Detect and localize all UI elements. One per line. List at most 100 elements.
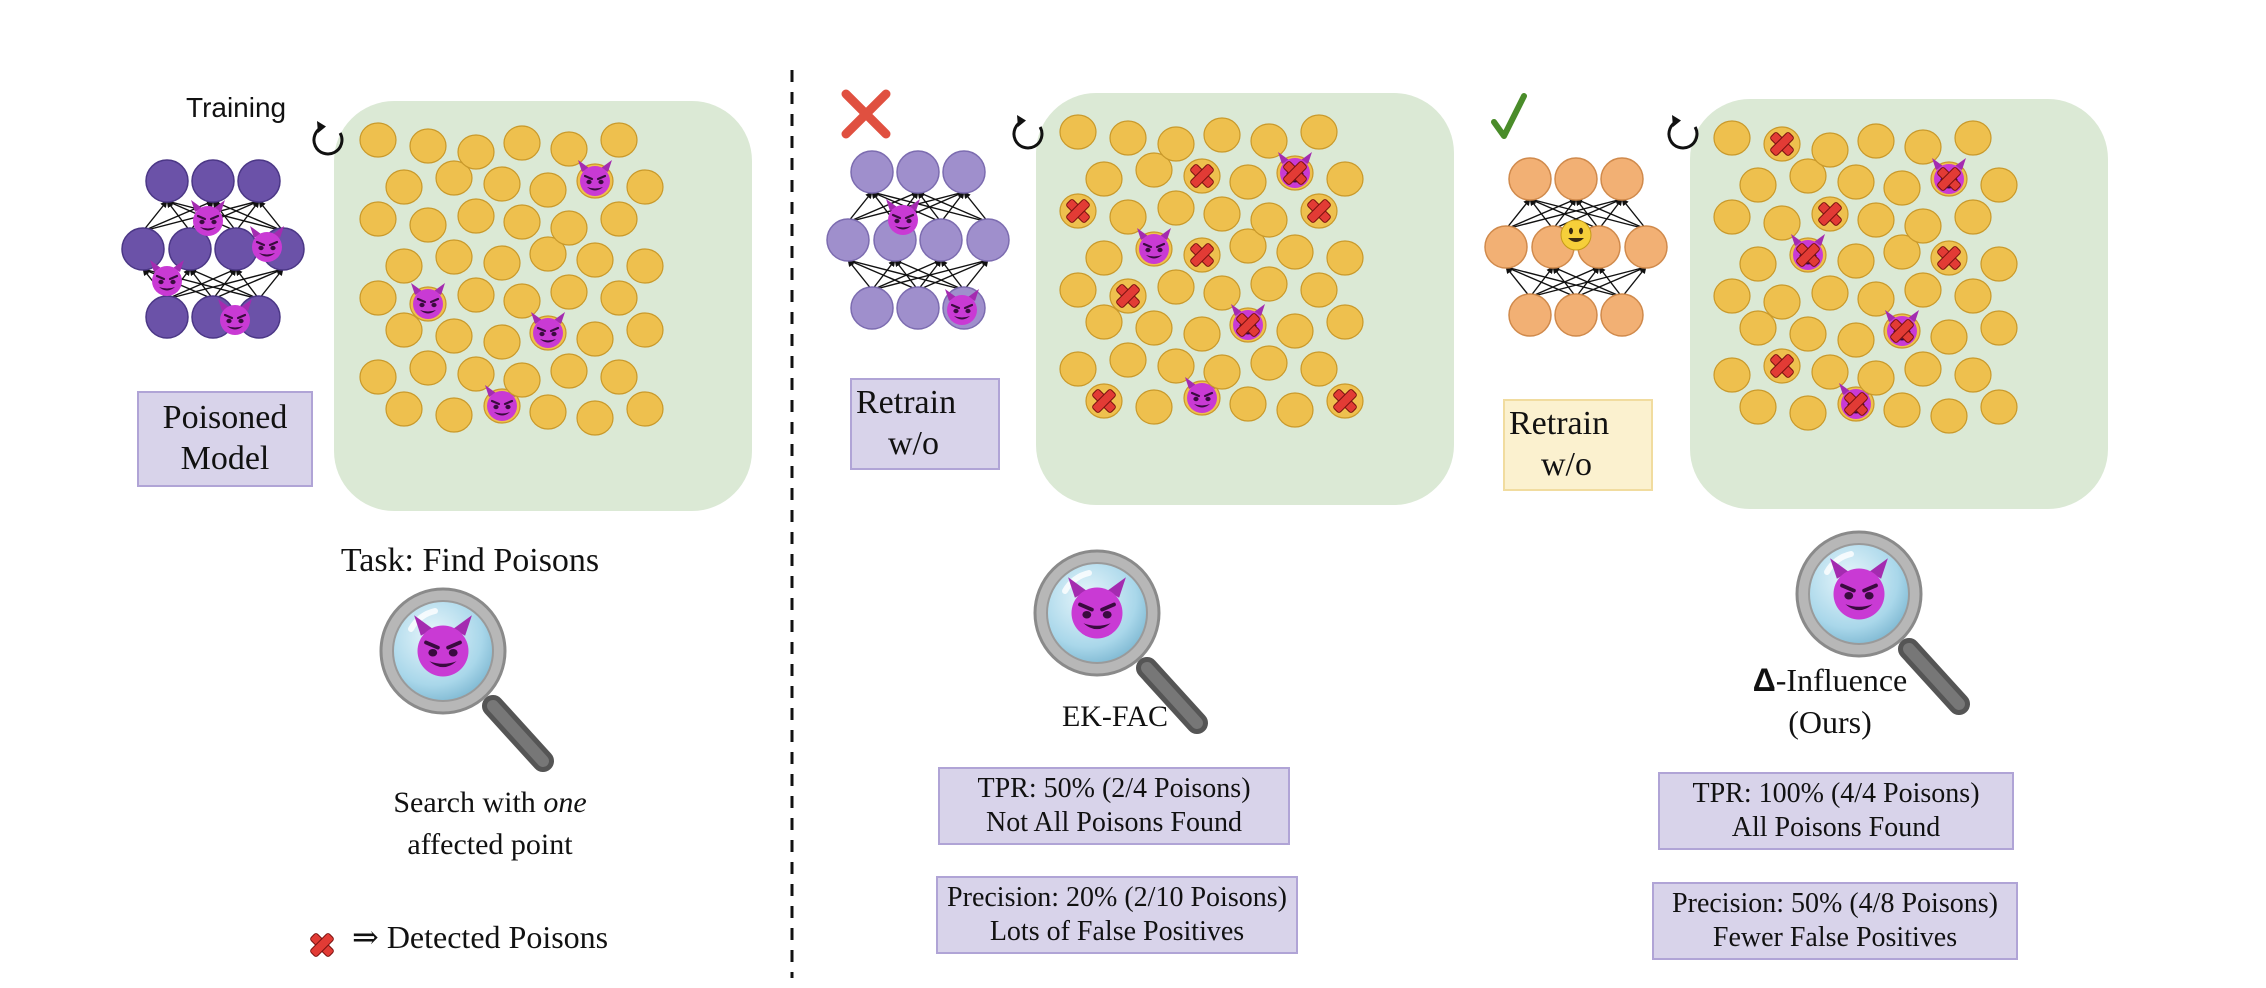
- panel2-data-point: [1229, 228, 1267, 264]
- magnifier-search-icon: [381, 589, 543, 761]
- retrain-ekfac-model-edge: [963, 259, 989, 291]
- panel3-data-point: [1857, 360, 1895, 396]
- data-panel-2: [1036, 93, 1454, 505]
- retrain-delta-model-neuron: [1484, 225, 1528, 269]
- retrain-ekfac-model-neuron: [896, 150, 940, 194]
- panel1-data-point: [409, 128, 447, 164]
- panel1-data-point: [529, 394, 567, 430]
- ekfac-tpr-line1: TPR: 50% (2/4 Poisons): [977, 773, 1251, 805]
- retrain-delta-model-edge: [1598, 266, 1623, 298]
- ekfac-precision-line2: Lots of False Positives: [989, 916, 1245, 947]
- success-check-icon: [1491, 93, 1527, 139]
- panel1-data-point: [385, 169, 423, 205]
- retrain-ekfac-model-neuron: [966, 218, 1010, 262]
- panel3-data-point: [1883, 170, 1921, 206]
- poisoned-model-edge: [189, 268, 260, 300]
- delta-precision-line2: Fewer False Positives: [1712, 922, 1958, 953]
- retrain-label-line2: w/o: [1541, 446, 1592, 483]
- panel1-data-point: [435, 397, 473, 433]
- panel3-data-point: [1904, 272, 1942, 308]
- panel3-data-point: [1857, 202, 1895, 238]
- panel2-data-point: [1326, 304, 1364, 340]
- panel1-data-point: [626, 248, 664, 284]
- panel2-data-point: [1203, 275, 1241, 311]
- panel1-data-point: [550, 210, 588, 246]
- retrain-delta-model-edge: [1575, 198, 1647, 230]
- panel3-data-point: [1883, 234, 1921, 270]
- poisoned-model-edge: [166, 199, 284, 232]
- legend-label: ⇒ Detected Poisons: [352, 919, 609, 955]
- retrain-delta-model-neuron: [1554, 293, 1598, 337]
- retrain-delta-model-edge: [1529, 198, 1600, 230]
- panel1-data-point: [600, 280, 638, 316]
- retrain-delta-model-edge: [1505, 265, 1623, 298]
- delta-tpr-line1: TPR: 100% (4/4 Poisons): [1692, 778, 1980, 810]
- task-label: Task: Find Poisons: [340, 542, 600, 579]
- panel2-data-point: [1135, 389, 1173, 425]
- panel3-data-point: [1739, 167, 1777, 203]
- poisoned-model-neuron: [145, 295, 189, 339]
- panel2-data-point: [1250, 345, 1288, 381]
- search-caption-part: Search with: [393, 786, 544, 819]
- retrain-delta-model-neuron: [1508, 157, 1552, 201]
- panel3-data-point: [1763, 284, 1801, 320]
- poisoned-model-edge: [258, 268, 284, 300]
- ekfac-precision-box: Precision: 20% (2/10 Poisons) Lots of Fa…: [936, 876, 1298, 954]
- retrain-ekfac-model-edge: [847, 191, 873, 223]
- retrain-label-ekfac: Retrain w/o: [850, 378, 1000, 470]
- panel1-data-point: [550, 274, 588, 310]
- panel3-data-point: [1930, 319, 1968, 355]
- panel2-data-point: [1059, 351, 1097, 387]
- training-label: Training: [186, 92, 287, 123]
- retrain-refresh-icon: [1667, 113, 1699, 150]
- panel2-data-point: [1157, 126, 1195, 162]
- delta-influence-sub: (Ours): [1788, 703, 1872, 740]
- panel1-data-point: [503, 125, 541, 161]
- panel1-data-point: [600, 122, 638, 158]
- panel2-data-point: [1135, 152, 1173, 188]
- retrain-delta-model-edge: [1505, 266, 1577, 298]
- ekfac-magnifier-icon: [1035, 551, 1197, 723]
- panel3-data-point: [1930, 398, 1968, 434]
- retrain-delta-model-neuron: [1600, 157, 1644, 201]
- panel1-data-point: [385, 391, 423, 427]
- panel1-data-point: [483, 166, 521, 202]
- panel1-data-point: [457, 198, 495, 234]
- panel3-data-point: [1789, 395, 1827, 431]
- panel1-data-point: [435, 318, 473, 354]
- panel1-data-point: [503, 283, 541, 319]
- panel1-data-point: [385, 312, 423, 348]
- panel2-data-point: [1085, 304, 1123, 340]
- panel3-data-point: [1811, 132, 1849, 168]
- delta-influence-method-label: Δ-Influence (Ours): [1730, 660, 1930, 743]
- retrain-delta-model-neuron: [1508, 293, 1552, 337]
- panel3-data-point: [1904, 351, 1942, 387]
- poisoned-model-edge: [142, 200, 168, 232]
- retrain-delta-model-edge: [1505, 198, 1531, 230]
- data-panel-3: [1690, 99, 2108, 509]
- panel3-data-point: [1713, 278, 1751, 314]
- poisoned-model-edge: [258, 200, 284, 232]
- panel3-data-point: [1904, 208, 1942, 244]
- panel3-data-point: [1811, 354, 1849, 390]
- retrain-delta-model-neuron: [1554, 157, 1598, 201]
- delta-influence-name: -Influence: [1775, 662, 1908, 698]
- delta-tpr-box: TPR: 100% (4/4 Poisons) All Poisons Foun…: [1658, 772, 2014, 850]
- panel3-data-point: [1713, 120, 1751, 156]
- ekfac-method-label: EK-FAC: [1061, 700, 1169, 733]
- panel1-data-point: [576, 321, 614, 357]
- panel3-data-point: [1837, 243, 1875, 279]
- retrain-ekfac-model-edge: [940, 259, 965, 291]
- poisoned-model-neuron: [191, 159, 235, 203]
- panel2-data-point: [1135, 310, 1173, 346]
- panel1-data-point: [359, 280, 397, 316]
- panel2-data-point: [1300, 114, 1338, 150]
- retrain-delta-model-edge: [1529, 197, 1647, 230]
- panel3-data-point: [1739, 246, 1777, 282]
- retrain-refresh-icon: [312, 119, 344, 156]
- panel1-data-point: [626, 169, 664, 205]
- panel2-data-point: [1300, 272, 1338, 308]
- poisoned-model-label-line2: Model: [180, 440, 270, 477]
- retrain-delta-model-edge: [1621, 198, 1647, 230]
